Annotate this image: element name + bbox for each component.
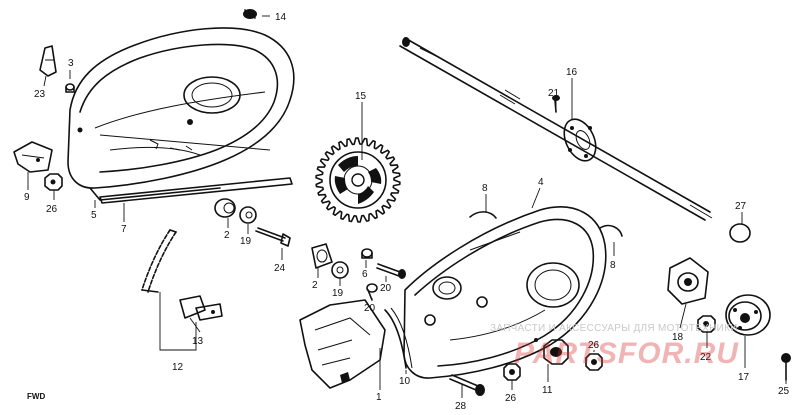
callout-7: 7: [121, 224, 127, 235]
callout-10: 10: [399, 376, 411, 387]
oring-27: [729, 223, 751, 243]
callout-13: 13: [192, 336, 204, 347]
fwd-label: FWD: [27, 392, 45, 401]
watermark-caption: ЗАПЧАСТИ И АКСЕССУАРЫ ДЛЯ МОТОТЕХНИКИ: [490, 323, 738, 334]
pin-6: [361, 248, 373, 259]
hub-17: [725, 294, 771, 336]
washer-19-lower: [331, 261, 349, 279]
callout-2-upper: 2: [224, 230, 230, 241]
bolt-28: [449, 374, 485, 396]
callout-4: 4: [538, 177, 544, 188]
callout-28: 28: [455, 401, 467, 412]
callout-6: 6: [362, 269, 368, 280]
callout-24: 24: [274, 263, 286, 274]
callout-26-right: 26: [588, 340, 600, 351]
lower-chain-case: [403, 206, 607, 379]
callout-12: 12: [172, 362, 184, 373]
clip-23: [39, 45, 57, 77]
callout-19-lower: 19: [332, 288, 344, 299]
callout-9: 9: [24, 192, 30, 203]
callout-5: 5: [91, 210, 97, 221]
callout-19-upper: 19: [240, 236, 252, 247]
bolt-20-upper: [376, 263, 406, 279]
callout-numbers: 14 3 23 9 26 5 7 2 19 24 15 8 4 16 21 27…: [24, 12, 790, 412]
callout-23: 23: [34, 89, 46, 100]
chain-clip-13: [179, 295, 223, 321]
callout-18: 18: [672, 332, 684, 343]
bolt-24: [255, 227, 291, 247]
sprocket-15: [315, 137, 401, 223]
callout-20-middle: 20: [364, 303, 376, 314]
callout-26-left: 26: [46, 204, 58, 215]
watermark-brand: PARTSFOR.RU: [514, 337, 739, 370]
bolt-20-middle: [366, 283, 378, 301]
bolt-3: [65, 83, 75, 93]
leader-lines: [27, 15, 787, 398]
cover-plate-1: [299, 299, 386, 389]
seal-strip-10: [384, 309, 407, 369]
nut-26-right: [585, 353, 603, 371]
washer-19-upper: [239, 206, 257, 224]
nut-22: [697, 315, 716, 333]
bracket-9: [13, 141, 53, 173]
callout-1: 1: [376, 392, 382, 403]
callout-20-upper: 20: [380, 283, 392, 294]
callout-8-upper: 8: [482, 183, 488, 194]
callout-16: 16: [566, 67, 578, 78]
upper-chain-case: [67, 27, 295, 201]
callout-22: 22: [700, 352, 712, 363]
callout-3: 3: [68, 58, 74, 69]
watermark: ЗАПЧАСТИ И АКСЕССУАРЫ ДЛЯ МОТОТЕХНИКИ PA…: [490, 323, 739, 370]
callout-11: 11: [542, 385, 553, 396]
callout-14: 14: [275, 12, 287, 23]
nut-26-left: [44, 173, 63, 191]
callout-27: 27: [735, 201, 747, 212]
drive-chain: [141, 229, 177, 293]
callout-2-lower: 2: [312, 280, 318, 291]
callout-17: 17: [738, 372, 750, 383]
forward-direction-marker: FWD: [27, 392, 45, 401]
bearing-holder-18: [667, 257, 709, 305]
collar-2-upper: [214, 198, 236, 218]
nut-11: [543, 339, 569, 365]
circlip-8-upper: [469, 211, 497, 219]
callout-26-mid: 26: [505, 393, 517, 404]
circlip-8-right: [599, 224, 623, 237]
callout-15: 15: [355, 91, 367, 102]
callout-25: 25: [778, 386, 790, 397]
bolt-14: [243, 9, 257, 19]
collar-2-lower: [311, 243, 333, 269]
chain-guide-strip: [99, 177, 293, 204]
nut-26-mid: [503, 363, 521, 381]
rear-axle-16: [399, 37, 713, 221]
callout-21: 21: [548, 88, 560, 99]
callout-8-right: 8: [610, 260, 616, 271]
bolt-25: [781, 353, 791, 381]
